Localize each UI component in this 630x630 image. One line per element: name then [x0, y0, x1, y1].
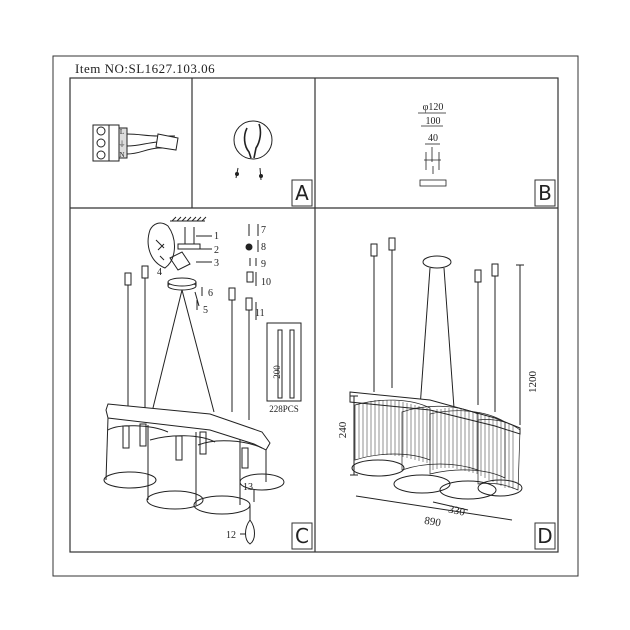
- terminal-symbol-n: N: [119, 151, 124, 159]
- dim-width-label: 100: [426, 116, 441, 127]
- canopy-dimension-drawing: [418, 112, 447, 187]
- assembled-chandelier-illustration: [349, 237, 524, 521]
- dim-total-height: 1200: [527, 371, 539, 394]
- part-label-13: 13: [243, 482, 253, 493]
- exploded-assembly-illustration: [103, 216, 302, 545]
- terminal-symbol-l: L: [120, 128, 124, 136]
- terminal-block-illustration: L ⏚ N: [92, 124, 179, 162]
- part-label-11: 11: [255, 308, 265, 319]
- panel-b-letter: B: [538, 181, 552, 205]
- outer-frame: [52, 55, 579, 577]
- hook-detail-illustration: [233, 120, 273, 181]
- part-label-8: 8: [261, 242, 266, 253]
- panel-c-letter: C: [295, 524, 309, 548]
- dim-depth: 330: [447, 503, 466, 518]
- part-label-4: 4: [157, 267, 162, 278]
- grid-frame: [69, 77, 559, 553]
- panel-c-letter-box: [291, 522, 313, 550]
- terminal-symbol-ground: ⏚: [119, 140, 126, 148]
- crystal-rod-pattern: [358, 400, 514, 489]
- part-label-6: 6: [208, 288, 213, 299]
- part-label-2: 2: [214, 245, 219, 256]
- part-label-5: 5: [203, 305, 208, 316]
- crystal-rod-length: 200: [272, 365, 282, 379]
- part-label-3: 3: [214, 258, 219, 269]
- dim-body-height: 240: [337, 421, 349, 438]
- dim-length: 890: [423, 515, 442, 530]
- part-label-10: 10: [261, 277, 271, 288]
- part-label-7: 7: [261, 225, 266, 236]
- part-label-12: 12: [226, 530, 236, 541]
- part-label-9: 9: [261, 259, 266, 270]
- panel-a-letter-box: [291, 179, 313, 207]
- panel-d-letter-box: [534, 522, 556, 550]
- part-label-1: 1: [214, 231, 219, 242]
- item-number: Item NO:SL1627.103.06: [75, 61, 216, 76]
- dim-diameter-label: φ120: [423, 102, 444, 113]
- part-labels: 1 2 3 4 5 6 7 8 9 10 11 12 13: [157, 225, 271, 541]
- panel-b-letter-box: [534, 179, 556, 207]
- panel-a-letter: A: [295, 181, 309, 205]
- dim-spacing-label: 40: [428, 133, 438, 144]
- crystal-rod-quantity: 228PCS: [269, 404, 299, 414]
- panel-d-letter: D: [537, 524, 553, 548]
